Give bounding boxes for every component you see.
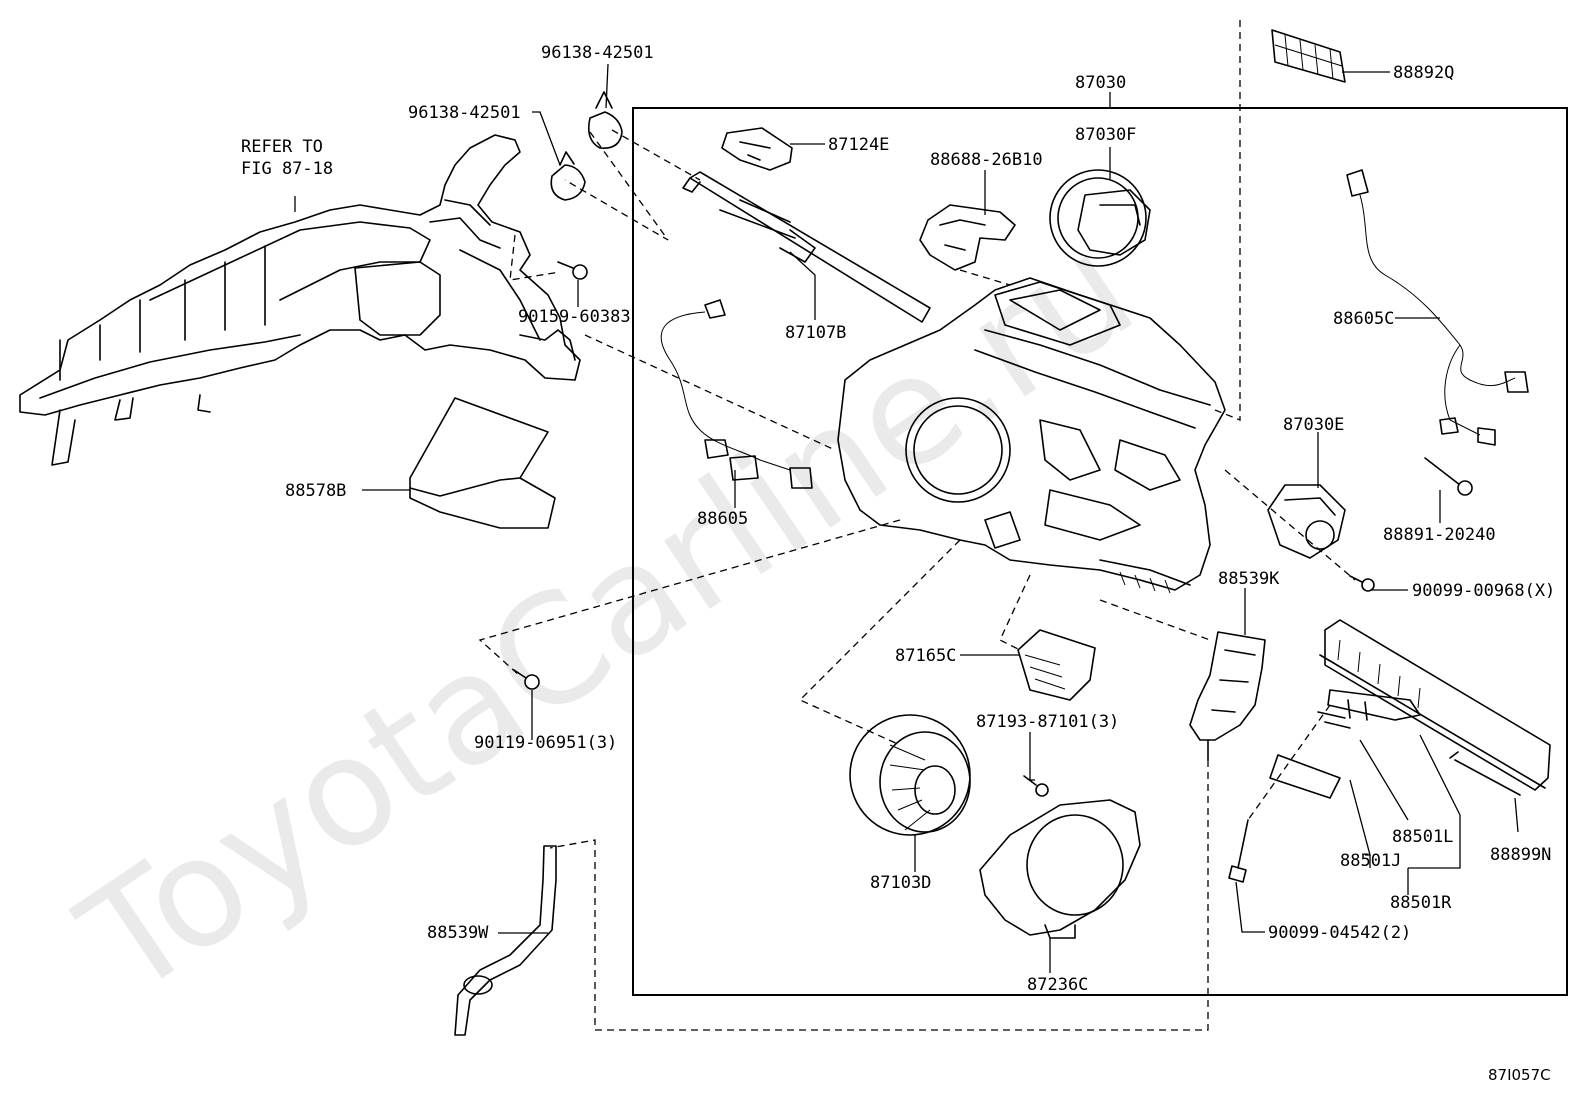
label-88539K: 88539K [1218,569,1280,589]
evaporator-88501 [1319,619,1551,791]
label-90099-00968: 90099-00968(X) [1412,581,1555,601]
blower-resistor-87165C [1017,629,1096,701]
label-96138-top: 96138-42501 [541,43,654,63]
insulator-pad-88578B [409,397,556,529]
label-87193-87101: 87193-87101(3) [976,712,1119,732]
label-87030: 87030 [1075,73,1126,93]
label-90119-06951: 90119-06951(3) [474,733,617,753]
label-87030F: 87030F [1075,125,1136,145]
sensor-rod-88899N [1449,751,1521,796]
label-87124E: 87124E [828,135,889,155]
bolt-90099-04542 [1228,819,1249,883]
air-duct-assembly [19,134,581,466]
label-88501J: 88501J [1340,851,1401,871]
refer-note-line2: FIG 87-18 [241,159,333,179]
label-88501R: 88501R [1390,893,1452,913]
sensor-block-88501 [1269,711,1351,799]
label-88605: 88605 [697,509,748,529]
hose-clip-top [587,91,623,149]
sensor-clip-87124E [721,127,793,171]
blower-case-87236C [979,799,1141,939]
screw-90099-00968 [1349,575,1375,592]
damper-servo-87030E [1267,484,1346,559]
label-87103D: 87103D [870,873,931,893]
label-87030E: 87030E [1283,415,1344,435]
hose-clip-left [550,151,586,201]
label-88539W: 88539W [427,923,489,943]
blower-motor-87103D [849,714,971,836]
duct-88539K [1189,631,1266,761]
label-88891-20240: 88891-20240 [1383,525,1496,545]
label-87165C: 87165C [895,646,956,666]
label-88688-26B10: 88688-26B10 [930,150,1043,170]
label-88899N: 88899N [1490,845,1551,865]
label-87236C: 87236C [1027,975,1088,995]
assembly-frame [632,107,1568,996]
refer-note-line1: REFER TO [241,137,323,157]
screw-87193 [1023,775,1049,797]
label-90099-04542: 90099-04542(2) [1268,923,1411,943]
label-88501L: 88501L [1392,827,1453,847]
screw-90119 [513,669,540,690]
reference-lines [478,20,1356,1031]
label-88892Q: 88892Q [1393,63,1454,83]
label-88578B: 88578B [285,481,346,501]
label-90159: 90159-60383 [518,307,631,327]
sensor-88891 [1424,457,1473,496]
figure-code: 87I057C [1488,1066,1551,1084]
drain-hose-88539W [454,845,557,1036]
label-87107B: 87107B [785,323,846,343]
label-96138-left: 96138-42501 [408,103,521,123]
screw-90159 [557,261,588,280]
ac-unit-87030 [837,277,1226,594]
label-88605C: 88605C [1333,309,1394,329]
bracket-88688 [919,204,1016,271]
leader-lines [294,63,1519,973]
connector-88892Q [1271,29,1346,83]
servo-motor-87030F [1049,169,1151,267]
wire-harness-88605C [1346,169,1529,446]
wire-harness-88605 [660,299,813,489]
